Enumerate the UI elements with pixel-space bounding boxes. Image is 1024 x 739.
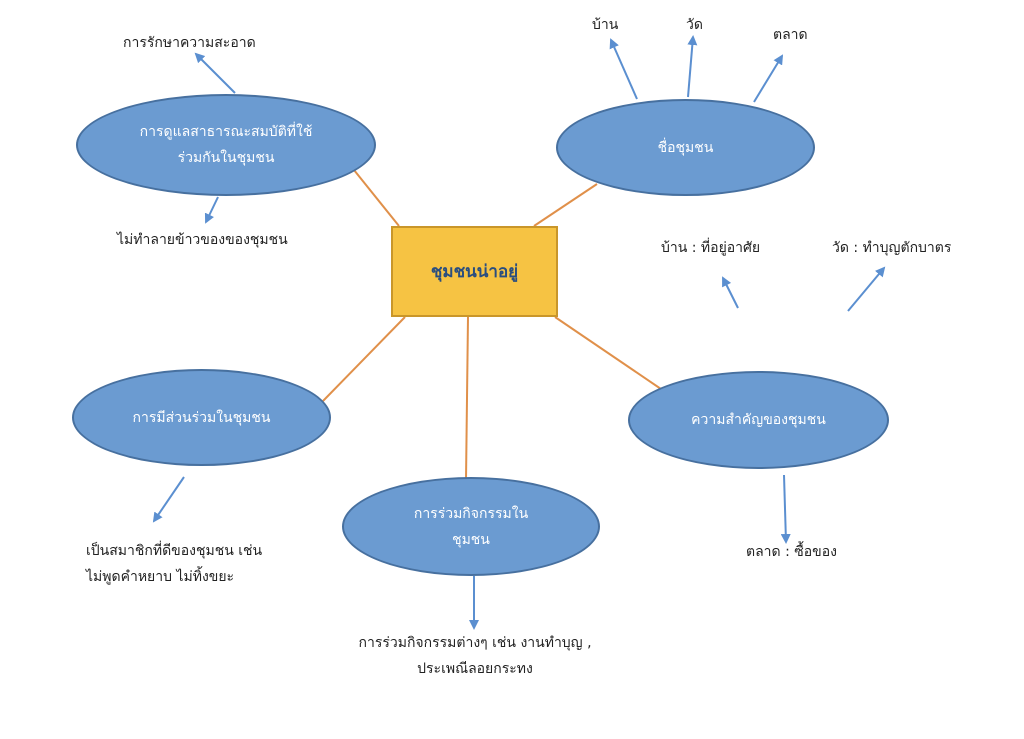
label-temple: วัด <box>686 17 703 33</box>
node-activities-label: การร่วมกิจกรรมใน ชุมชน <box>413 505 529 548</box>
label-keep-clean: การรักษาความสะอาด <box>123 35 256 51</box>
label-no-destroy: ไม่ทำลายข้าวของของชุมชน <box>117 232 288 248</box>
node-community-names: ชื่อชุมชน <box>556 99 815 196</box>
arrow-no-destroy <box>204 196 219 224</box>
label-market: ตลาด <box>773 27 808 43</box>
center-topic-box: ชุมชนน่าอยู่ <box>391 226 558 317</box>
label-house-desc: บ้าน : ที่อยู่อาศัย <box>661 240 761 256</box>
connector-names <box>533 183 598 227</box>
arrow-market-desc <box>780 474 791 544</box>
label-good-member: เป็นสมาชิกที่ดีของชุมชน เช่น ไม่พูดคำหยา… <box>86 543 263 585</box>
node-participation-label: การมีส่วนร่วมในชุมชน <box>132 409 271 426</box>
label-house: บ้าน <box>592 17 619 33</box>
label-temple-desc: วัด : ทำบุญตักบาตร <box>832 240 952 256</box>
node-importance: ความสำคัญของชุมชน <box>628 371 889 469</box>
label-activities-examples: การร่วมกิจกรรมต่างๆ เช่น งานทำบุญ , ประเ… <box>358 635 592 677</box>
node-community-names-label: ชื่อชุมชน <box>657 139 714 156</box>
arrow-market <box>753 54 784 103</box>
label-market-desc: ตลาด : ซื้อของ <box>746 544 837 560</box>
node-participation: การมีส่วนร่วมในชุมชน <box>72 369 331 466</box>
arrow-house <box>609 38 638 100</box>
node-public-property-care: การดูแลสาธารณะสมบัติที่ใช้ ร่วมกันในชุมช… <box>76 94 376 196</box>
connector-care <box>353 169 400 227</box>
arrow-house-desc <box>722 276 739 309</box>
arrow-temple-desc <box>847 266 886 312</box>
arrow-keep-clean <box>194 52 236 94</box>
connector-importance <box>554 316 662 390</box>
arrow-good-member <box>152 476 185 523</box>
connector-participation <box>322 316 406 402</box>
node-activities: การร่วมกิจกรรมใน ชุมชน <box>342 477 600 576</box>
arrow-temple <box>687 35 698 98</box>
connector-activities <box>465 316 469 481</box>
center-topic-title: ชุมชนน่าอยู่ <box>430 262 519 282</box>
node-importance-label: ความสำคัญของชุมชน <box>691 412 826 428</box>
node-public-property-care-label: การดูแลสาธารณะสมบัติที่ใช้ ร่วมกันในชุมช… <box>139 124 313 166</box>
